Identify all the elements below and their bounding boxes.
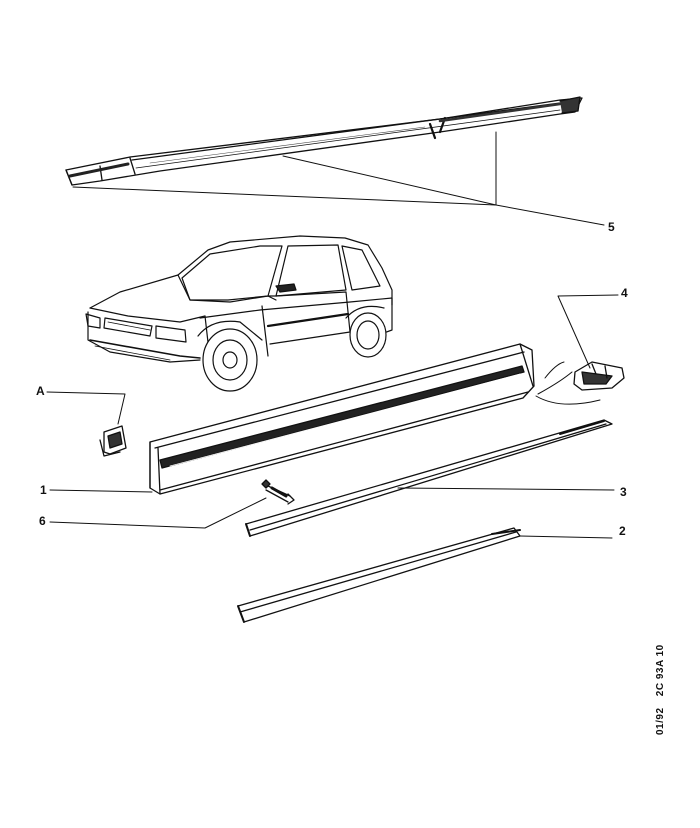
car-illustration xyxy=(85,235,393,392)
leader-line-1 xyxy=(49,489,153,493)
callout-2: 2 xyxy=(619,524,626,538)
lower-strip xyxy=(237,527,521,623)
sill-trim-strip xyxy=(65,96,583,186)
leader-line-a xyxy=(46,391,126,425)
clip-a xyxy=(99,425,127,457)
door-moulding xyxy=(149,343,535,495)
callout-a: A xyxy=(36,384,45,398)
callout-5: 5 xyxy=(608,220,615,234)
fastener-6 xyxy=(261,479,295,505)
leader-lines-5 xyxy=(72,131,605,226)
leader-line-6 xyxy=(49,497,267,529)
leader-line-3 xyxy=(397,487,615,491)
callout-1: 1 xyxy=(40,483,47,497)
reference-code: 01/92 2C 93A 10 xyxy=(655,636,666,735)
callout-6: 6 xyxy=(39,514,46,528)
callout-3: 3 xyxy=(620,485,627,499)
leader-line-4 xyxy=(557,294,619,369)
wheel-arch-trace xyxy=(535,371,601,405)
reference-number: 2C 93A 10 xyxy=(655,644,666,697)
end-clip-4 xyxy=(573,361,625,391)
callout-4: 4 xyxy=(621,286,628,300)
leader-line-2 xyxy=(519,535,613,539)
reference-date: 01/92 xyxy=(655,707,666,735)
rocker-strip xyxy=(245,419,613,537)
